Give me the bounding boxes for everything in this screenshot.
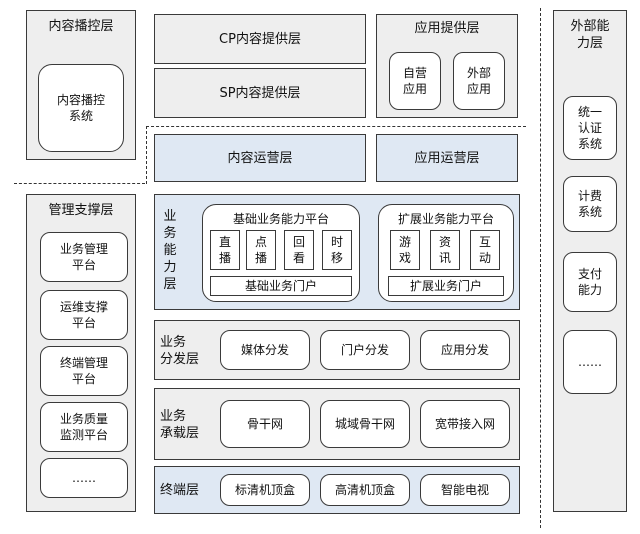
self-operated-app: 自营 应用 bbox=[389, 52, 441, 110]
service-quality-monitoring-platform: 业务质量 监测平台 bbox=[40, 402, 128, 452]
management-support-layer-title: 管理支撑层 bbox=[48, 203, 114, 218]
management-more-item: …… bbox=[40, 458, 128, 498]
business-management-platform: 业务管理 平台 bbox=[40, 232, 128, 282]
bearer-layer-title: 业务 承载层 bbox=[160, 409, 200, 441]
news-item: 资 讯 bbox=[430, 230, 460, 270]
center-divider-vertical bbox=[146, 126, 147, 184]
portal-distribution: 门户分发 bbox=[320, 330, 410, 370]
terminal-management-platform: 终端管理 平台 bbox=[40, 346, 128, 396]
content-control-system: 内容播控 系统 bbox=[38, 64, 124, 152]
metro-backbone-network: 城域骨干网 bbox=[320, 400, 410, 448]
hd-set-top-box: 高清机顶盒 bbox=[320, 474, 410, 506]
media-distribution: 媒体分发 bbox=[220, 330, 310, 370]
app-provider-layer-title: 应用提供层 bbox=[414, 21, 480, 36]
external-capability-layer-title: 外部能 力层 bbox=[570, 19, 610, 51]
distribution-layer-title: 业务 分发层 bbox=[160, 335, 200, 367]
sp-content-provider-layer: SP内容提供层 bbox=[154, 68, 366, 118]
game-item: 游 戏 bbox=[390, 230, 420, 270]
ops-support-platform: 运维支撑 平台 bbox=[40, 290, 128, 340]
basic-business-portal: 基础业务门户 bbox=[210, 276, 352, 296]
playback-item: 回 看 bbox=[284, 230, 314, 270]
extended-business-portal: 扩展业务门户 bbox=[388, 276, 504, 296]
app-operation-layer: 应用运营层 bbox=[376, 134, 518, 182]
content-control-layer-title: 内容播控层 bbox=[48, 19, 114, 34]
backbone-network: 骨干网 bbox=[220, 400, 310, 448]
live-tv-item: 直 播 bbox=[210, 230, 240, 270]
content-operation-layer: 内容运营层 bbox=[154, 134, 366, 182]
external-more-item: …… bbox=[563, 330, 617, 394]
billing-system: 计费 系统 bbox=[563, 176, 617, 232]
broadband-access-network: 宽带接入网 bbox=[420, 400, 510, 448]
interactive-item: 互 动 bbox=[470, 230, 500, 270]
basic-business-platform-title: 基础业务能力平台 bbox=[232, 212, 329, 226]
app-distribution: 应用分发 bbox=[420, 330, 510, 370]
center-divider-horizontal bbox=[146, 126, 526, 127]
business-capability-layer-title: 业 务 能 力 层 bbox=[163, 209, 177, 292]
sd-set-top-box: 标清机顶盒 bbox=[220, 474, 310, 506]
top-left-divider bbox=[14, 183, 145, 184]
timeshift-item: 时 移 bbox=[322, 230, 352, 270]
external-app: 外部 应用 bbox=[453, 52, 505, 110]
cp-content-provider-layer: CP内容提供层 bbox=[154, 14, 366, 64]
right-divider bbox=[540, 8, 541, 528]
terminal-layer-title: 终端层 bbox=[160, 483, 200, 498]
vod-item: 点 播 bbox=[246, 230, 276, 270]
unified-authentication-system: 统一 认证 系统 bbox=[563, 96, 617, 160]
payment-capability: 支付 能力 bbox=[563, 252, 617, 312]
smart-tv: 智能电视 bbox=[420, 474, 510, 506]
extended-business-platform-title: 扩展业务能力平台 bbox=[397, 212, 494, 226]
